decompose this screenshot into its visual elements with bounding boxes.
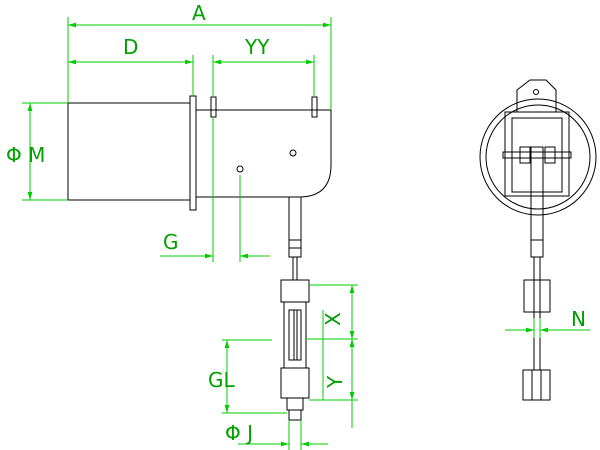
mounting-tab-right [311, 96, 318, 118]
upper-weight-block [523, 279, 551, 313]
dimension-label-yy: YY [244, 35, 270, 59]
lower-weight-block [522, 369, 551, 401]
dimension-label-gl: GL [208, 368, 235, 392]
dimension-label-j: Φ J [225, 421, 253, 445]
axle-block-left [519, 146, 531, 164]
housing-hole-right [289, 149, 297, 157]
reel-inner-circle [485, 104, 591, 210]
connector-top-block [280, 279, 310, 303]
dimension-label-y: Y [323, 375, 347, 389]
dimension-label-m: Φ M [6, 143, 45, 167]
dimension-label-n: N [571, 307, 586, 331]
bracket-hole [533, 89, 539, 95]
reel-outer-circle [479, 98, 597, 216]
axle [502, 151, 572, 159]
top-bracket [516, 79, 557, 112]
motor-flange [189, 95, 197, 211]
front-view [479, 79, 597, 401]
housing-hole-left [236, 165, 244, 173]
motor-body [67, 102, 191, 201]
dimension-label-x: X [321, 312, 345, 326]
cable-guide-tube [288, 196, 302, 258]
dimension-label-g: G [163, 230, 179, 254]
connector-inner-frame [288, 309, 302, 361]
side-view [67, 95, 332, 421]
mounting-tab-left [210, 96, 217, 118]
dimension-label-a: A [192, 1, 206, 25]
connector-pin-tip [288, 409, 302, 421]
connector-bottom-block [280, 367, 310, 399]
dimension-label-d: D [123, 35, 138, 59]
front-view-dimensions: N [505, 307, 590, 338]
axle-block-right [544, 146, 556, 164]
reel-frame-inner [511, 117, 563, 193]
connector-pin [286, 397, 304, 411]
connector-middle-frame [283, 301, 307, 369]
reel-housing [196, 109, 332, 198]
side-view-dimensions: A D YY Φ M G X Y GL [6, 1, 358, 450]
front-cable-tube [530, 146, 544, 258]
reel-frame-outer [504, 111, 570, 197]
